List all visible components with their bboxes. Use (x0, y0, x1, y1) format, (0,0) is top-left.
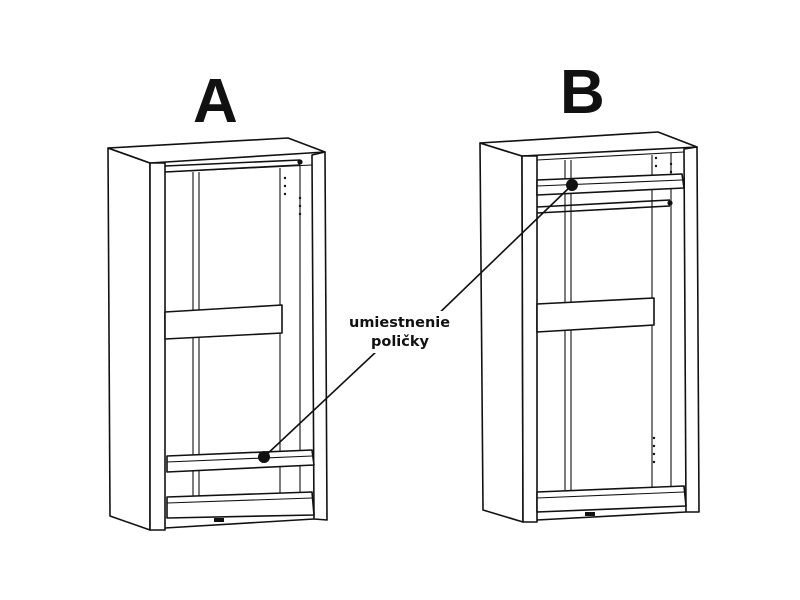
callout-text-line1: umiestnenie (349, 315, 450, 331)
wardrobe-a-label: A (193, 67, 238, 136)
wardrobe-b-top (479, 131, 698, 157)
wardrobe-a-front-left-edge (149, 162, 166, 531)
wardrobe-b-label: B (560, 58, 605, 127)
wardrobe-b-right-side (683, 146, 700, 513)
wardrobe-b-top-shelf (536, 173, 685, 196)
wardrobe-a-shelf (166, 449, 315, 473)
callout-leader-a (263, 349, 379, 458)
wardrobe-a-middle-panel (164, 304, 283, 340)
wardrobe-a-top (107, 137, 326, 164)
wardrobe-b (479, 131, 700, 523)
shelf-placement-callout: umiestnenie poličky (263, 184, 573, 458)
wardrobe-a-left-side (107, 147, 151, 531)
wardrobe-a-hanging-rail (164, 159, 303, 173)
wardrobe-b-shelf-pin-holes-upper (654, 156, 673, 174)
wardrobe-b-middle-panel (536, 297, 655, 333)
wardrobe-a-bottom-base (164, 491, 315, 529)
callout-leader-b (429, 184, 573, 323)
wardrobe-a-right-side (311, 151, 328, 521)
wardrobe-a-shelf-pin-holes (283, 176, 302, 216)
wardrobe-a (107, 137, 328, 531)
callout-text-line2: poličky (371, 334, 430, 350)
wardrobe-b-left-side (479, 142, 524, 523)
wardrobe-b-hanging-rail (536, 199, 673, 214)
wardrobe-b-front-left-edge (521, 155, 538, 523)
wardrobe-b-bottom-base (536, 485, 687, 521)
wardrobe-b-shelf-pin-holes-lower (652, 436, 656, 464)
